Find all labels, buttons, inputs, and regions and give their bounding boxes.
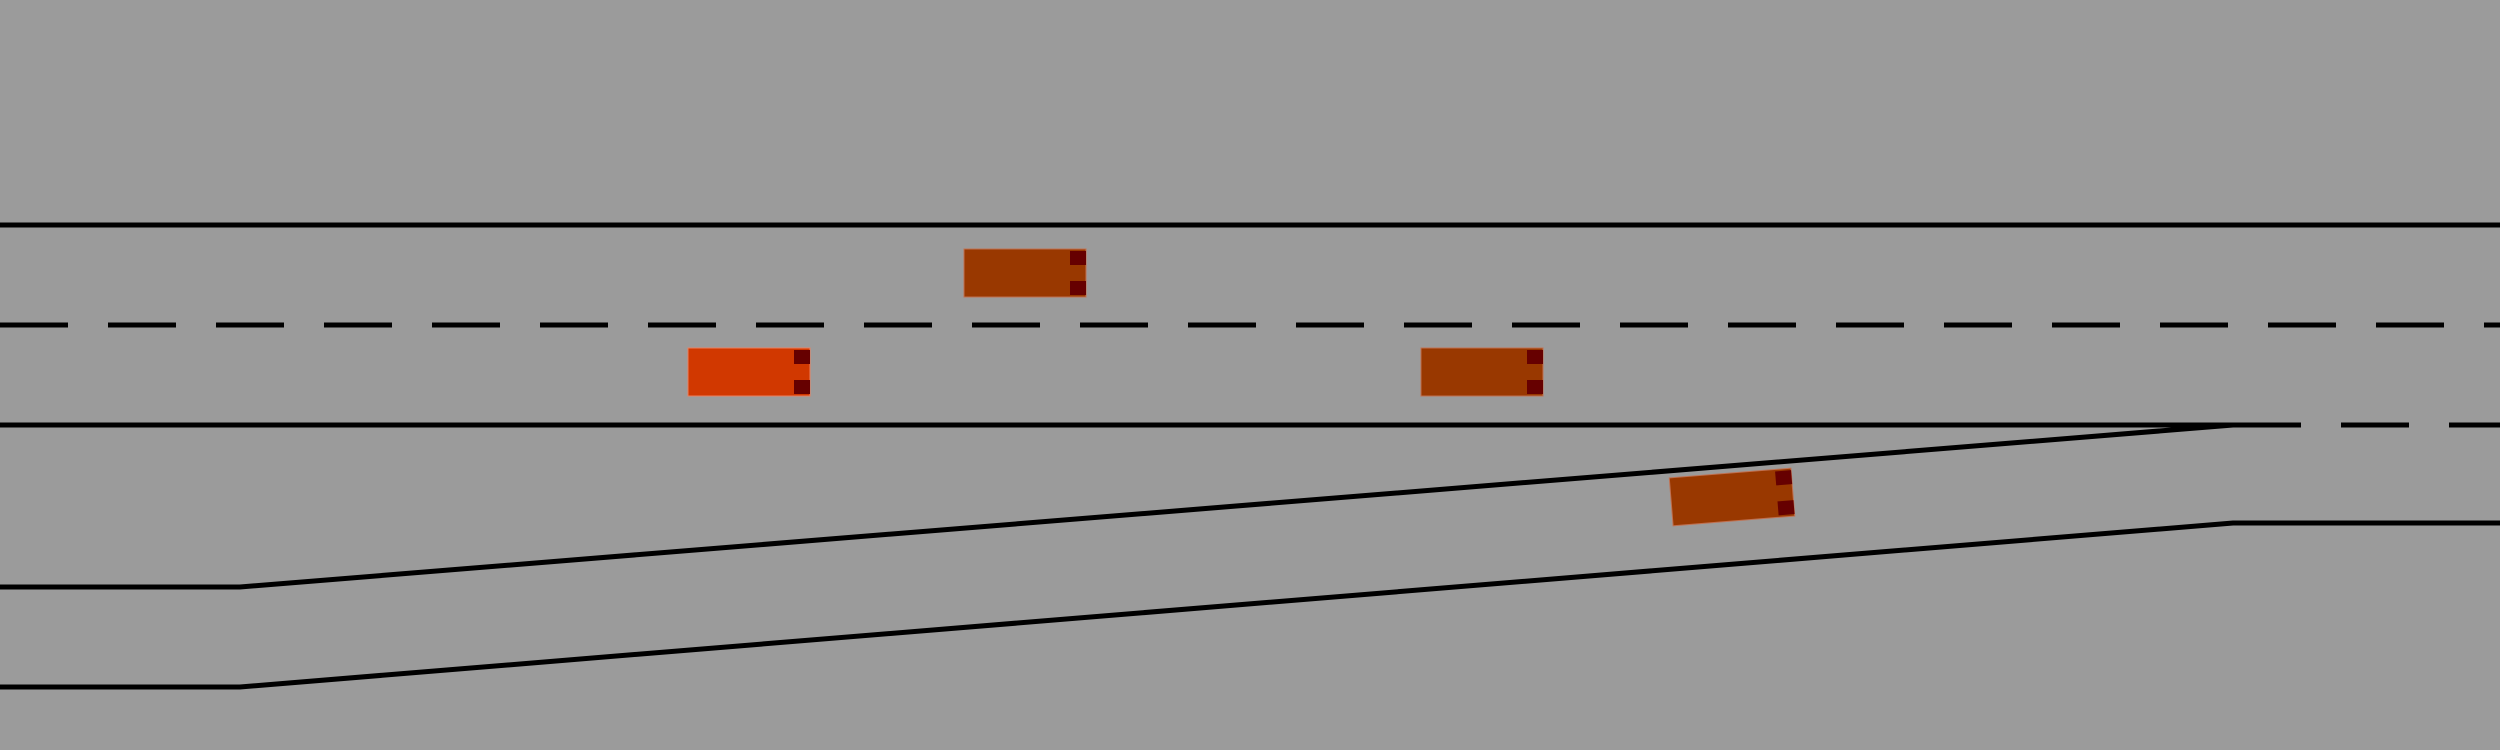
other-vehicle-body <box>1420 347 1544 397</box>
ego-vehicle-body <box>687 347 811 397</box>
other-vehicle-tail-light-bottom <box>1527 380 1543 394</box>
other-vehicle-body <box>1668 467 1796 527</box>
ego-vehicle-tail-light-bottom <box>794 380 810 394</box>
other-vehicle-tail-light-top <box>1070 251 1086 265</box>
ramp-outer-edge <box>0 520 2500 690</box>
other-vehicle <box>1420 347 1544 397</box>
vehicles <box>687 248 1796 527</box>
other-vehicle <box>1668 467 1796 527</box>
ramp-inner-edge <box>0 422 2234 590</box>
road-markings <box>0 222 2500 690</box>
other-vehicle <box>963 248 1087 298</box>
other-vehicle-tail-light-bottom <box>1777 500 1795 516</box>
ego-vehicle-tail-light-top <box>794 350 810 364</box>
other-vehicle-tail-light-top <box>1775 470 1793 486</box>
other-vehicle-tail-light-top <box>1527 350 1543 364</box>
ego-vehicle <box>687 347 811 397</box>
other-vehicle-body <box>963 248 1087 298</box>
other-vehicle-tail-light-bottom <box>1070 281 1086 295</box>
